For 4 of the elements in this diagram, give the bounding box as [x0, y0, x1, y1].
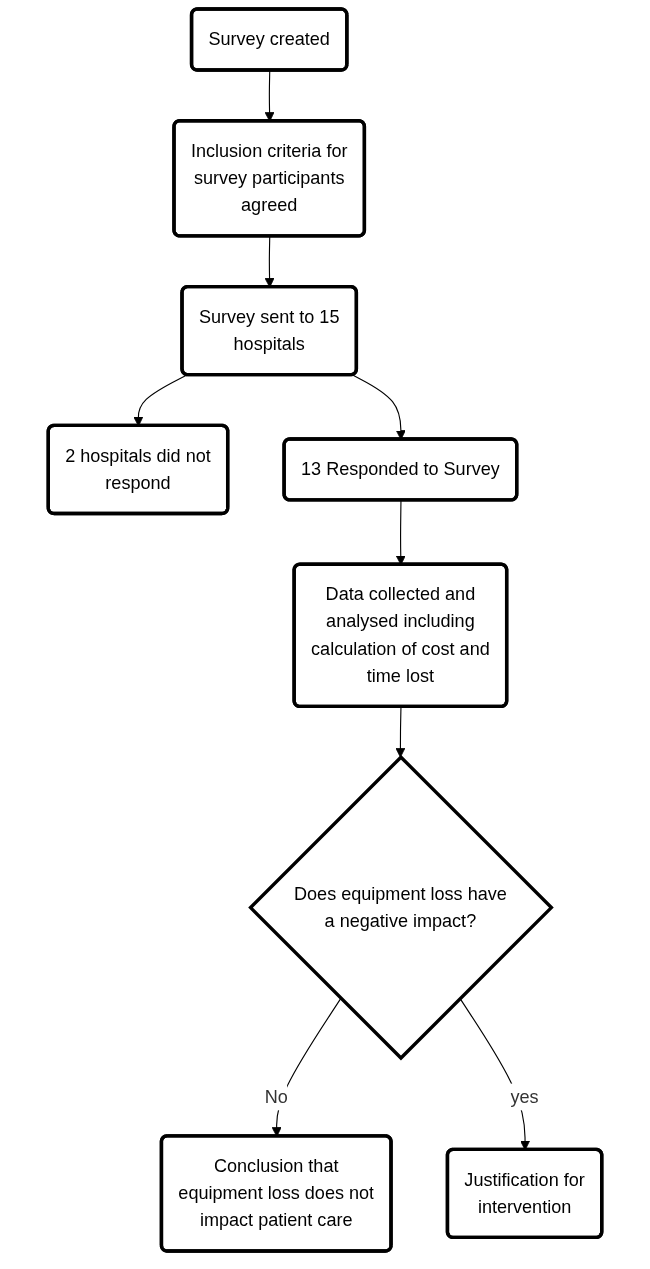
node-diamond: Does equipment loss have a negative impact? — [248, 754, 554, 1061]
arrow — [395, 706, 406, 758]
edge-label: yes — [510, 1086, 539, 1106]
edge-label: No — [264, 1086, 288, 1106]
